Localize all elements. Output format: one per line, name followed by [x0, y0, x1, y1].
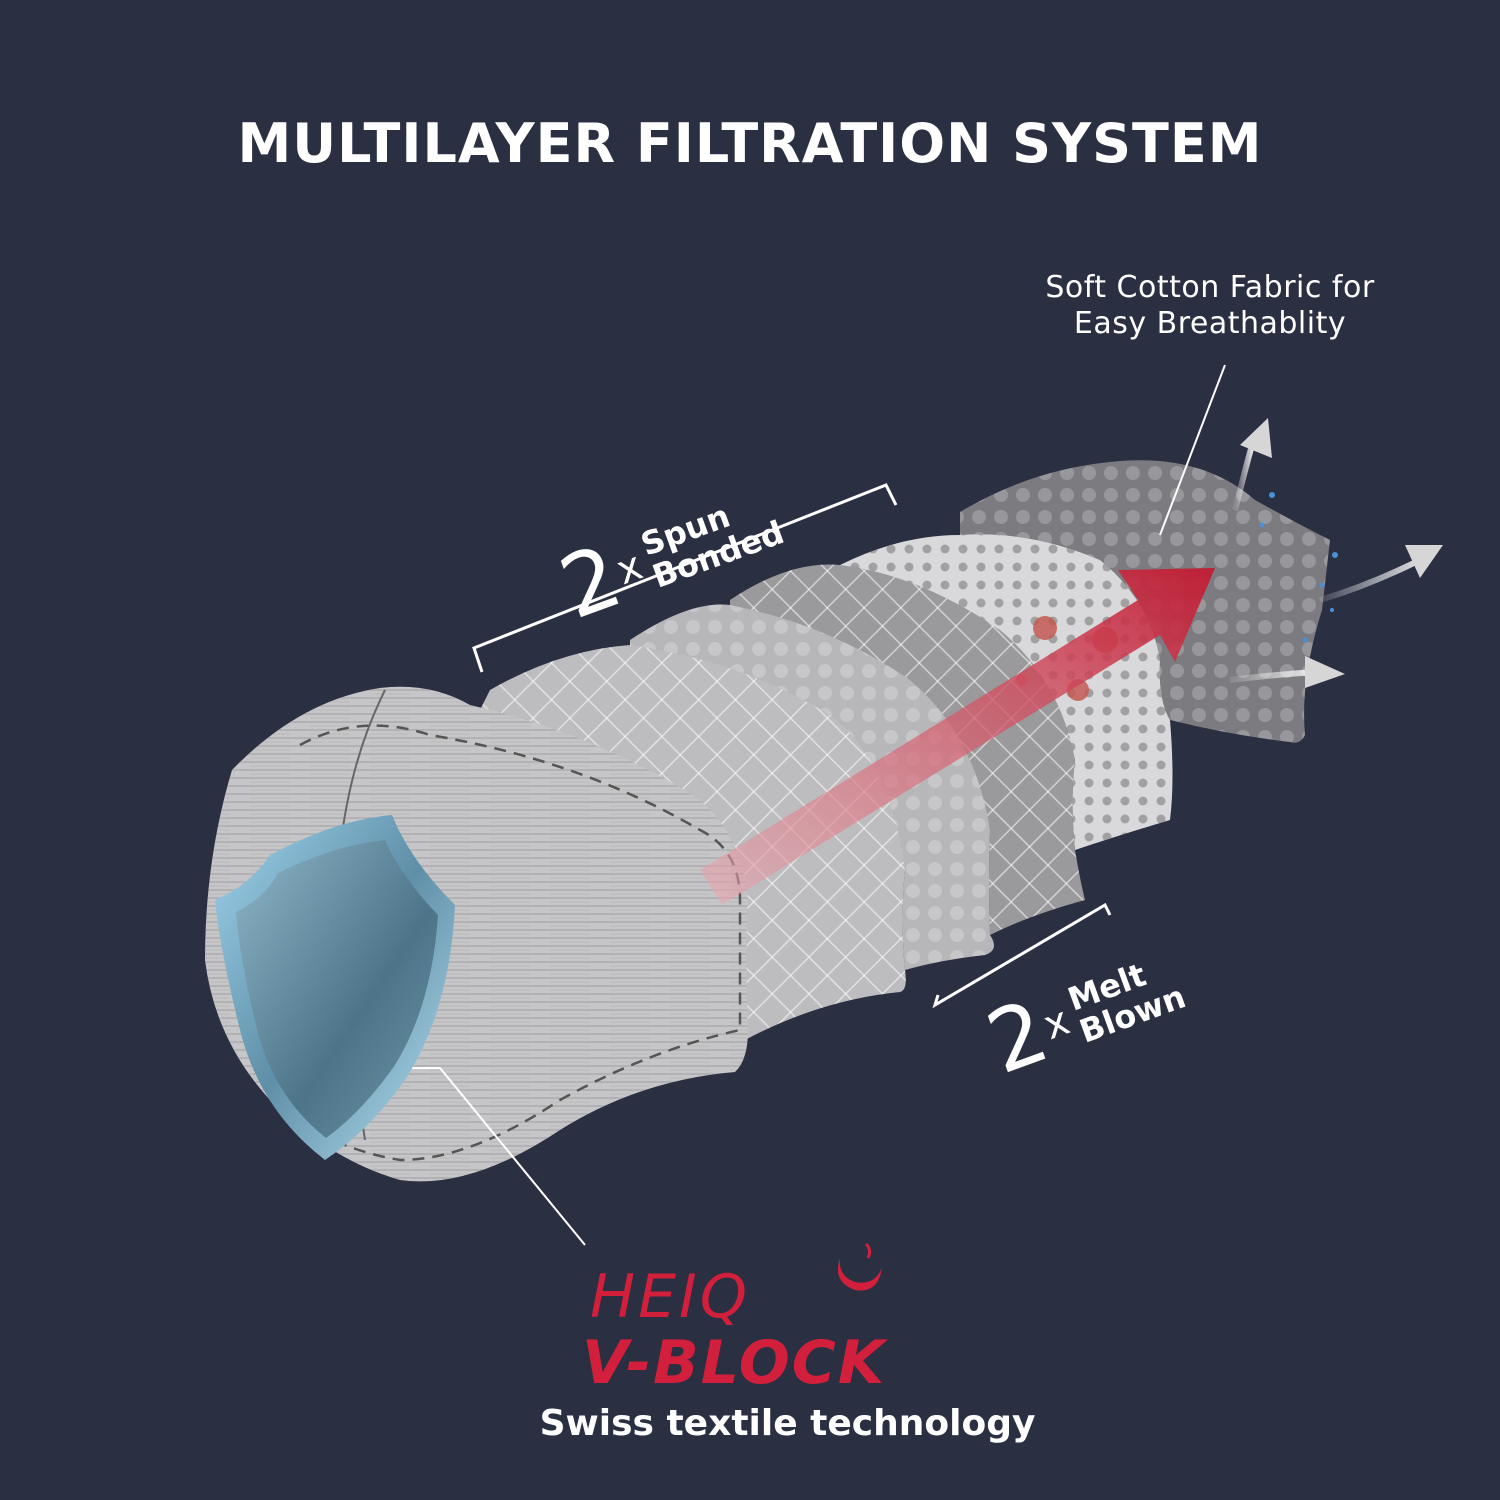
melt-blown-bracket [932, 902, 1112, 1009]
logo-brand-text: HEIQ [590, 1262, 750, 1332]
spun-bonded-bracket [472, 483, 898, 673]
shield-icon [215, 815, 455, 1160]
cotton-label-line-1: Soft Cotton Fabric for [1045, 270, 1375, 305]
tagline: Swiss textile technology [539, 1403, 1036, 1444]
logo-product-text: V-BLOCK [582, 1328, 887, 1398]
cotton-label-line-2: Easy Breathablity [1073, 306, 1347, 341]
page-title: MULTILAYER FILTRATION SYSTEM [237, 112, 1263, 175]
cotton-leader-line [1159, 364, 1226, 536]
brand-moon-icon [837, 1242, 882, 1291]
exhaust-arrow-icon [1229, 418, 1443, 688]
airflow-arrow-icon [700, 568, 1215, 905]
cotton-layer-label: Soft Cotton Fabric for Easy Breathablity [990, 270, 1430, 342]
